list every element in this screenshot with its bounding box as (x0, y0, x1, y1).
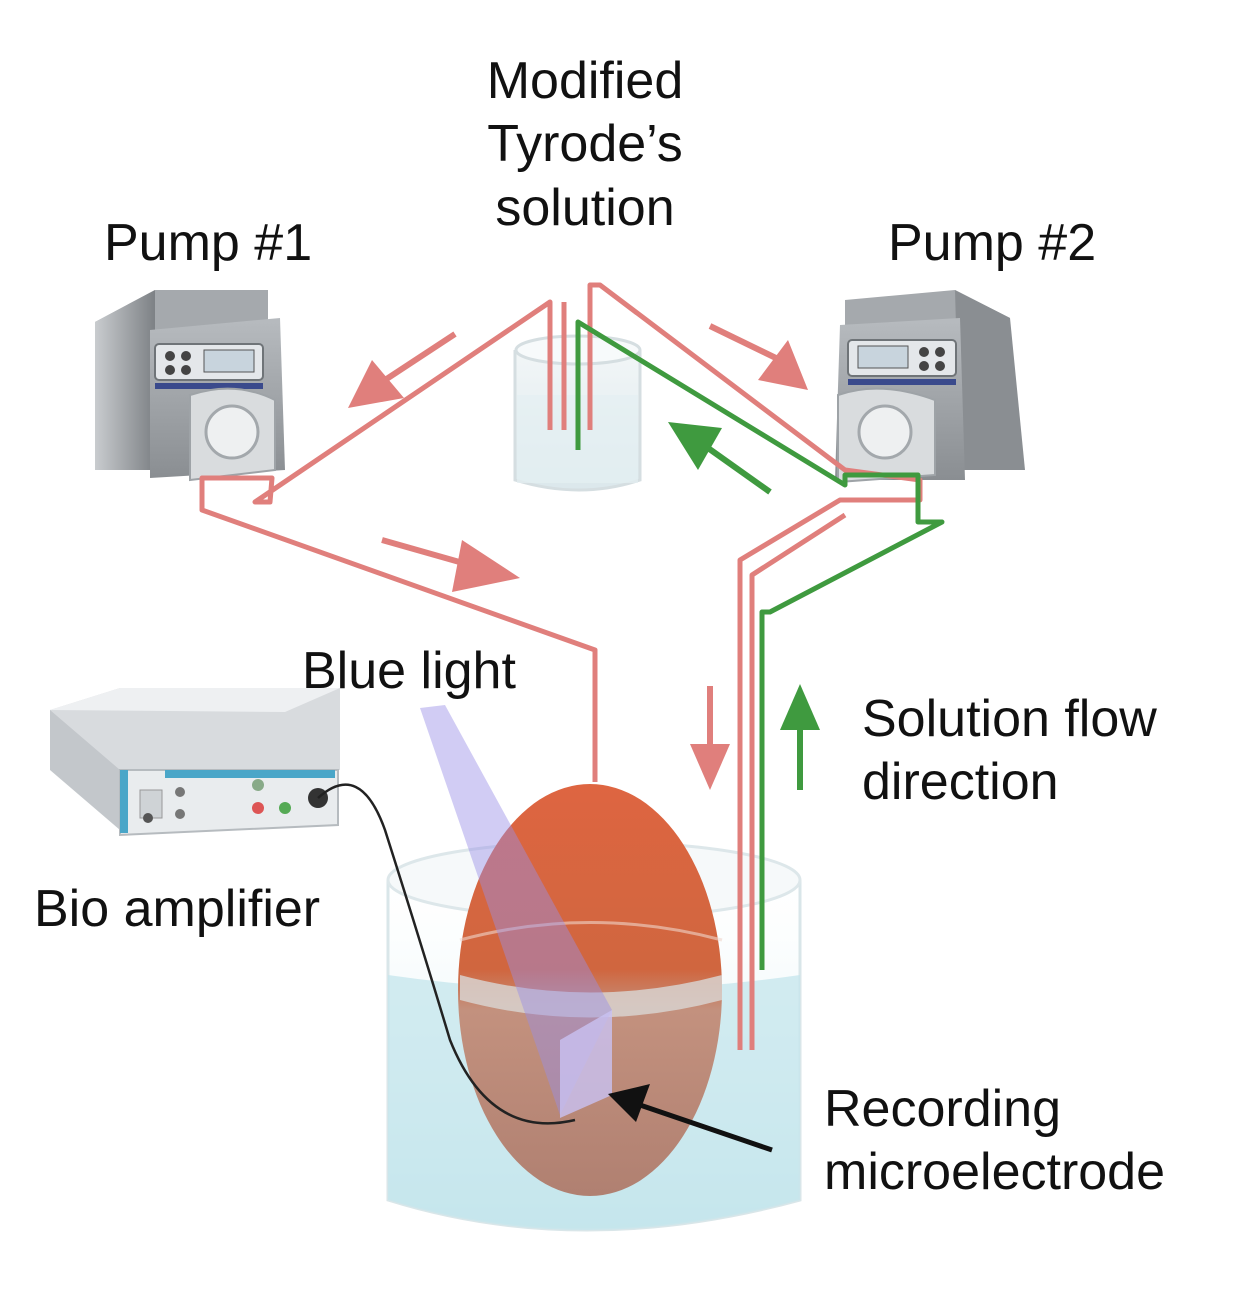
tyrode-solution-label: Modified Tyrode’s solution (470, 50, 700, 240)
tyrode-label-line-2: Tyrode’s (487, 115, 683, 174)
pump-1-label: Pump #1 (104, 214, 313, 272)
recording-label-line-2: microelectrode (824, 1143, 1166, 1202)
blue-light-beam (420, 705, 612, 1118)
microelectrode-pointer (608, 1084, 773, 1153)
pump-1 (95, 290, 285, 482)
recording-label-line-1: Recording (824, 1080, 1062, 1138)
tyrode-label-line-3: solution (495, 178, 675, 237)
outflow-tubing (575, 319, 945, 970)
electrode-cable (317, 783, 576, 1125)
pump-2-label: Pump #2 (888, 214, 1097, 272)
heart-tissue (458, 784, 723, 1196)
bio-amplifier-label: Bio amplifier (34, 880, 321, 938)
flow-arrows (348, 323, 820, 790)
tyrode-label-line-1: Modified (486, 52, 684, 110)
pump-2 (835, 290, 1025, 484)
flow-label-line-1: Solution flow (862, 690, 1157, 748)
bio-amplifier (50, 688, 340, 837)
recording-microelectrode-label: Recording microelectrode (824, 1078, 1165, 1205)
flow-label-line-2: direction (862, 753, 1059, 812)
blue-light-label: Blue light (302, 642, 516, 700)
flow-direction-label: Solution flow direction (862, 688, 1157, 815)
